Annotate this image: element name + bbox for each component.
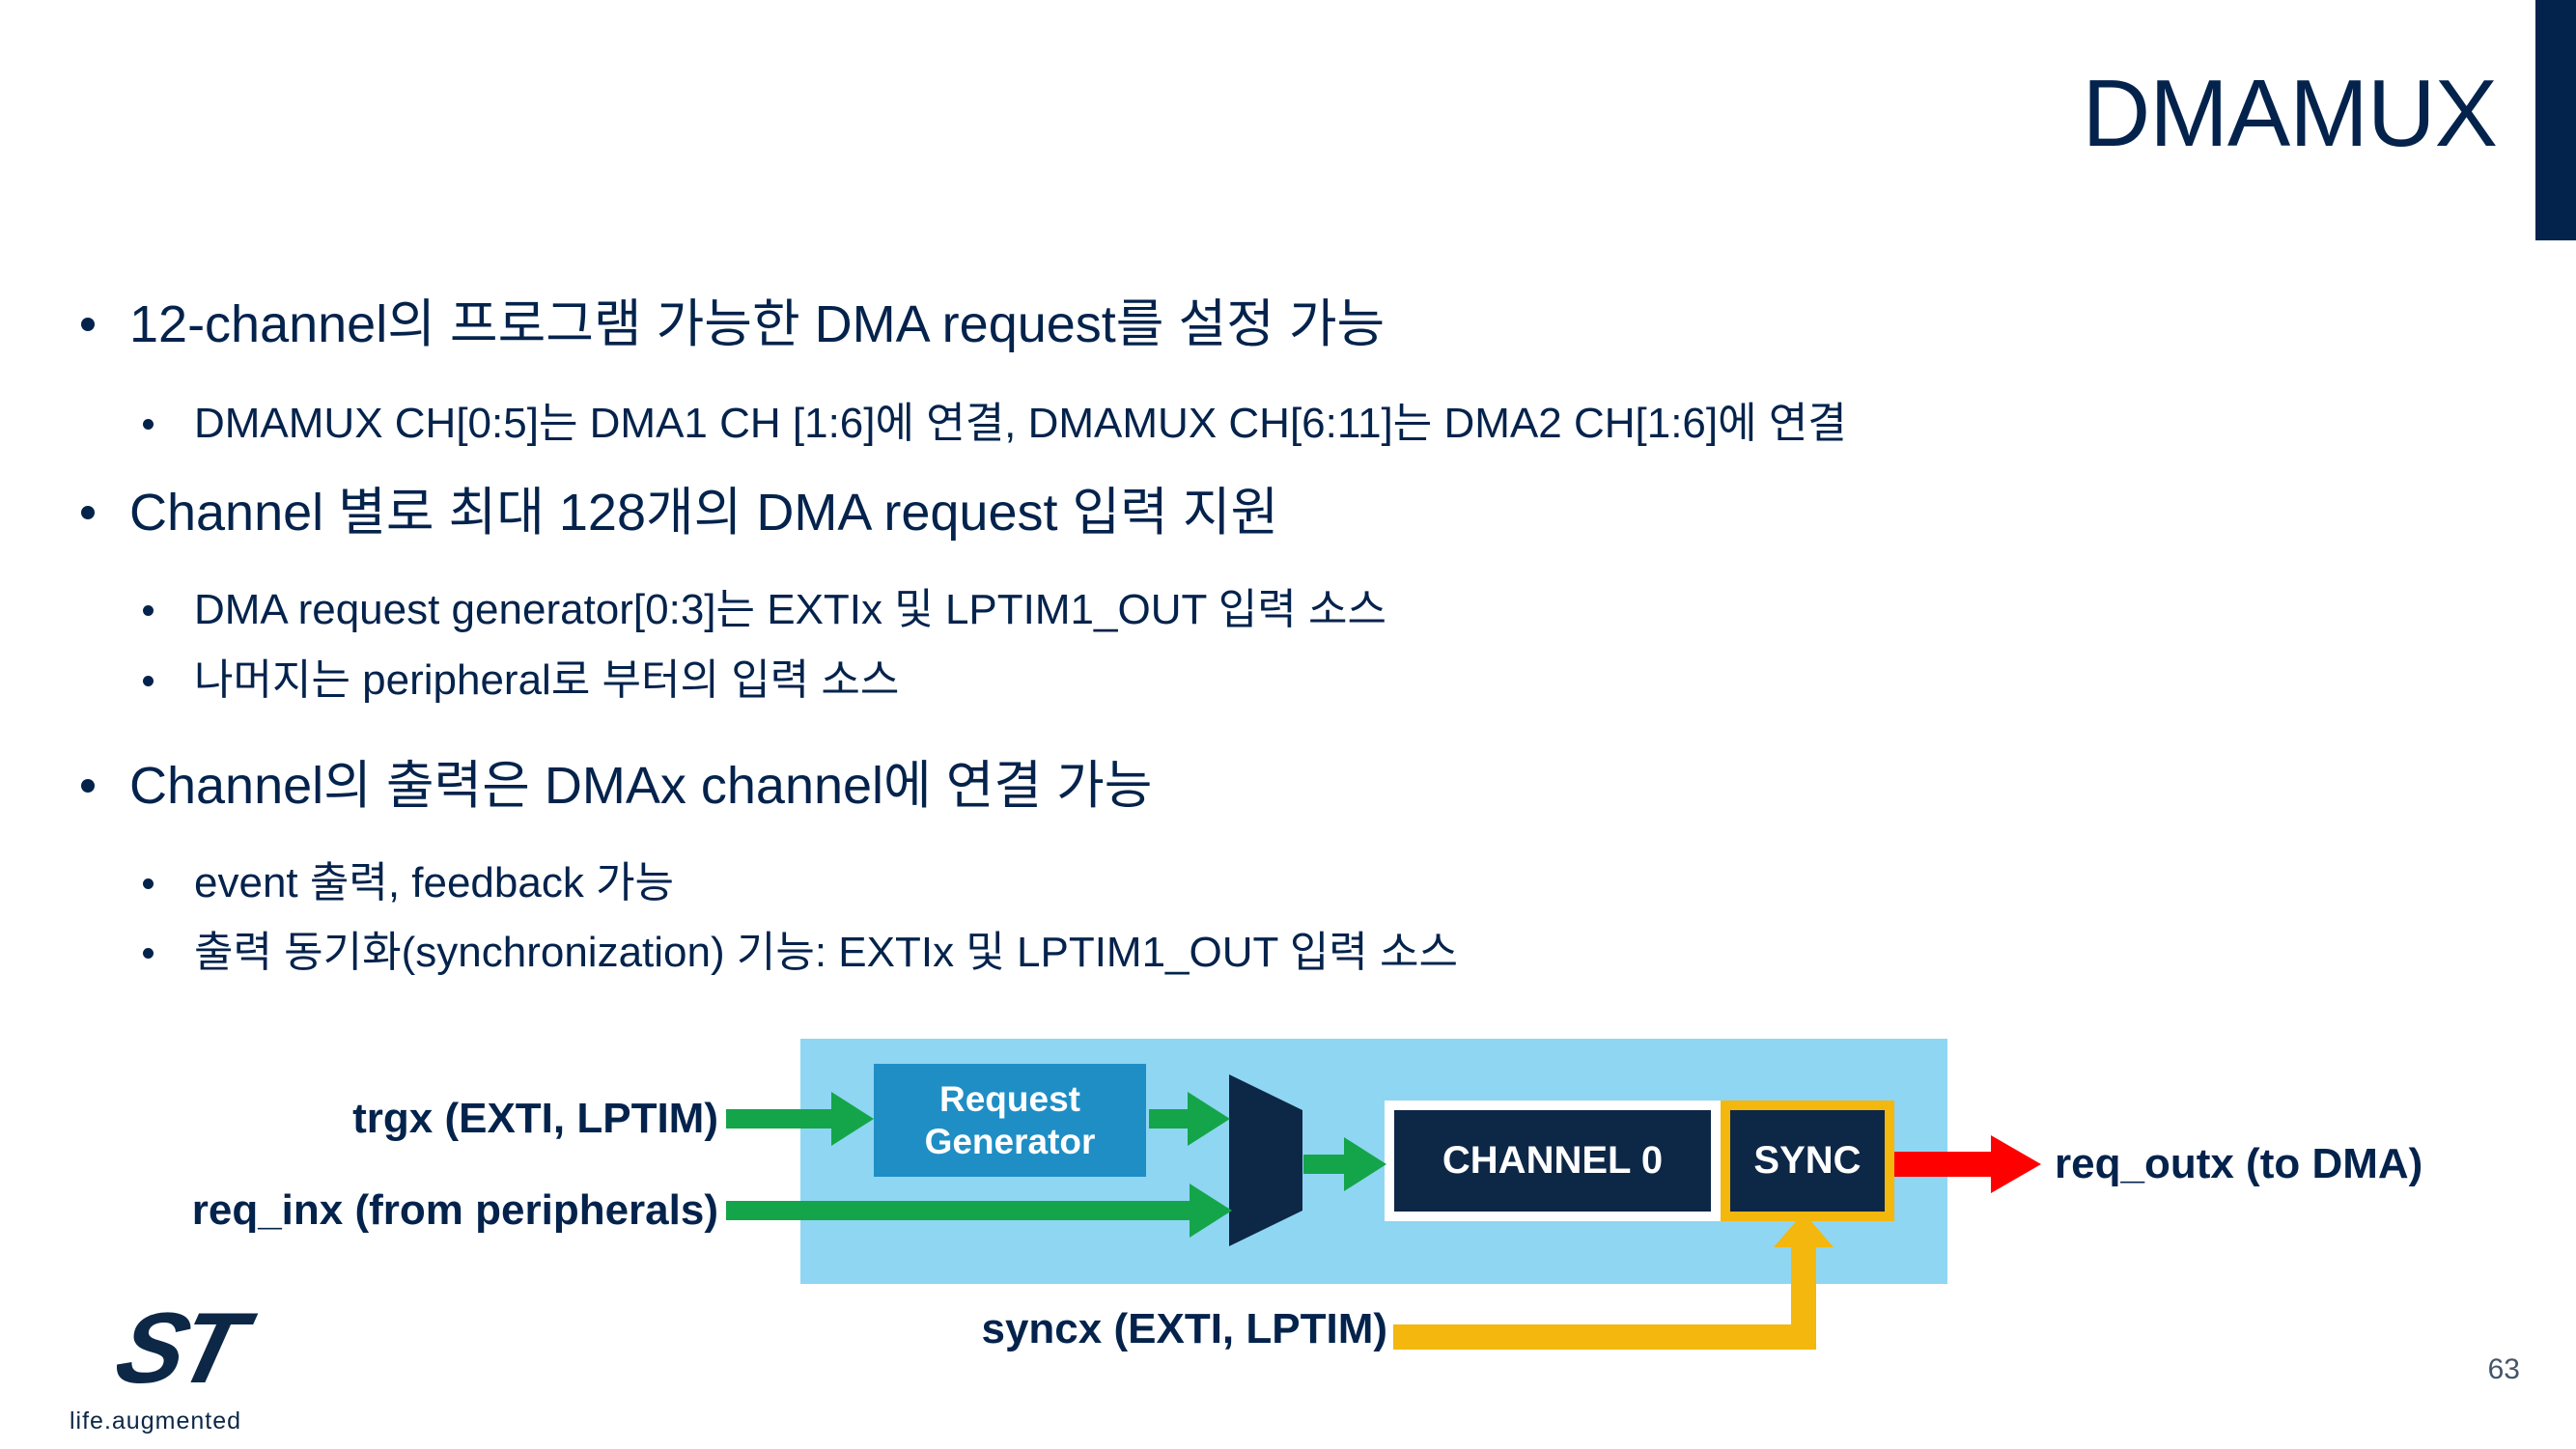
bullet-text: DMAMUX CH[0:5]는 DMA1 CH [1:6]에 연결, DMAMU…	[194, 400, 1847, 447]
bullet-text: event 출력, feedback 가능	[194, 859, 675, 906]
channel0-label: CHANNEL 0	[1442, 1139, 1664, 1182]
req-inx-label: req_inx (from peripherals)	[191, 1186, 718, 1234]
bullet-dot	[81, 506, 95, 519]
bullet-text: DMA request generator[0:3]는 EXTIx 및 LPTI…	[194, 586, 1386, 633]
trgx-label: trgx (EXTI, LPTIM)	[352, 1095, 718, 1142]
bullet-text: 출력 동기화(synchronization) 기능: EXTIx 및 LPTI…	[194, 929, 1458, 976]
bullet-dot	[143, 604, 154, 616]
syncx-yellow-arrow-icon	[1393, 1212, 1834, 1350]
st-logo-mark: ST	[105, 1293, 250, 1405]
request-generator-label-line2: Generator	[924, 1121, 1096, 1161]
sub-bullet-item: DMAMUX CH[0:5]는 DMA1 CH [1:6]에 연결, DMAMU…	[143, 396, 1847, 452]
syncx-label: syncx (EXTI, LPTIM)	[981, 1305, 1387, 1352]
bullet-item: 12-channel의 프로그램 가능한 DMA request를 설정 가능	[81, 290, 1385, 359]
generator-to-mux-green-arrow-icon	[1149, 1092, 1230, 1146]
bullet-dot	[143, 947, 154, 959]
sub-bullet-item: 출력 동기화(synchronization) 기능: EXTIx 및 LPTI…	[143, 925, 1458, 981]
sync-label: SYNC	[1753, 1139, 1862, 1182]
bullet-dot	[81, 318, 95, 331]
sub-bullet-item: 나머지는 peripheral로 부터의 입력 소스	[143, 653, 899, 709]
bullet-dot	[143, 418, 154, 430]
sub-bullet-item: event 출력, feedback 가능	[143, 855, 674, 911]
bullet-dot	[143, 675, 154, 686]
bullet-text: Channel 별로 최대 128개의 DMA request 입력 지원	[129, 484, 1279, 542]
bullet-item: Channel 별로 최대 128개의 DMA request 입력 지원	[81, 478, 1278, 547]
req-outx-label: req_outx (to DMA)	[2055, 1140, 2423, 1187]
bullet-dot	[81, 779, 95, 793]
req-outx-red-arrow-icon	[1894, 1135, 2041, 1193]
page-title: DMAMUX	[2082, 60, 2498, 166]
request-generator-label-line1: Request	[939, 1078, 1080, 1119]
bullet-text: 나머지는 peripheral로 부터의 입력 소스	[194, 656, 900, 704]
title-accent-bar	[2535, 0, 2576, 240]
st-logo-tagline: life.augmented	[70, 1407, 242, 1435]
mux-to-channel-green-arrow-icon	[1303, 1137, 1386, 1191]
channel0-block: CHANNEL 0	[1385, 1101, 1721, 1221]
trgx-green-arrow-icon	[726, 1092, 874, 1146]
request-generator-block: Request Generator	[874, 1064, 1146, 1177]
bullet-dot	[143, 878, 154, 889]
req-inx-green-arrow-icon	[726, 1184, 1232, 1238]
st-logo: ST	[81, 1293, 274, 1405]
page-number: 63	[2487, 1353, 2520, 1385]
bullet-text: 12-channel의 프로그램 가능한 DMA request를 설정 가능	[129, 295, 1386, 353]
mux-shape	[1229, 1074, 1302, 1246]
sync-block: SYNC	[1721, 1101, 1894, 1221]
bullet-item: Channel의 출력은 DMAx channel에 연결 가능	[81, 751, 1152, 821]
bullet-text: Channel의 출력은 DMAx channel에 연결 가능	[129, 757, 1153, 815]
sub-bullet-item: DMA request generator[0:3]는 EXTIx 및 LPTI…	[143, 582, 1386, 638]
